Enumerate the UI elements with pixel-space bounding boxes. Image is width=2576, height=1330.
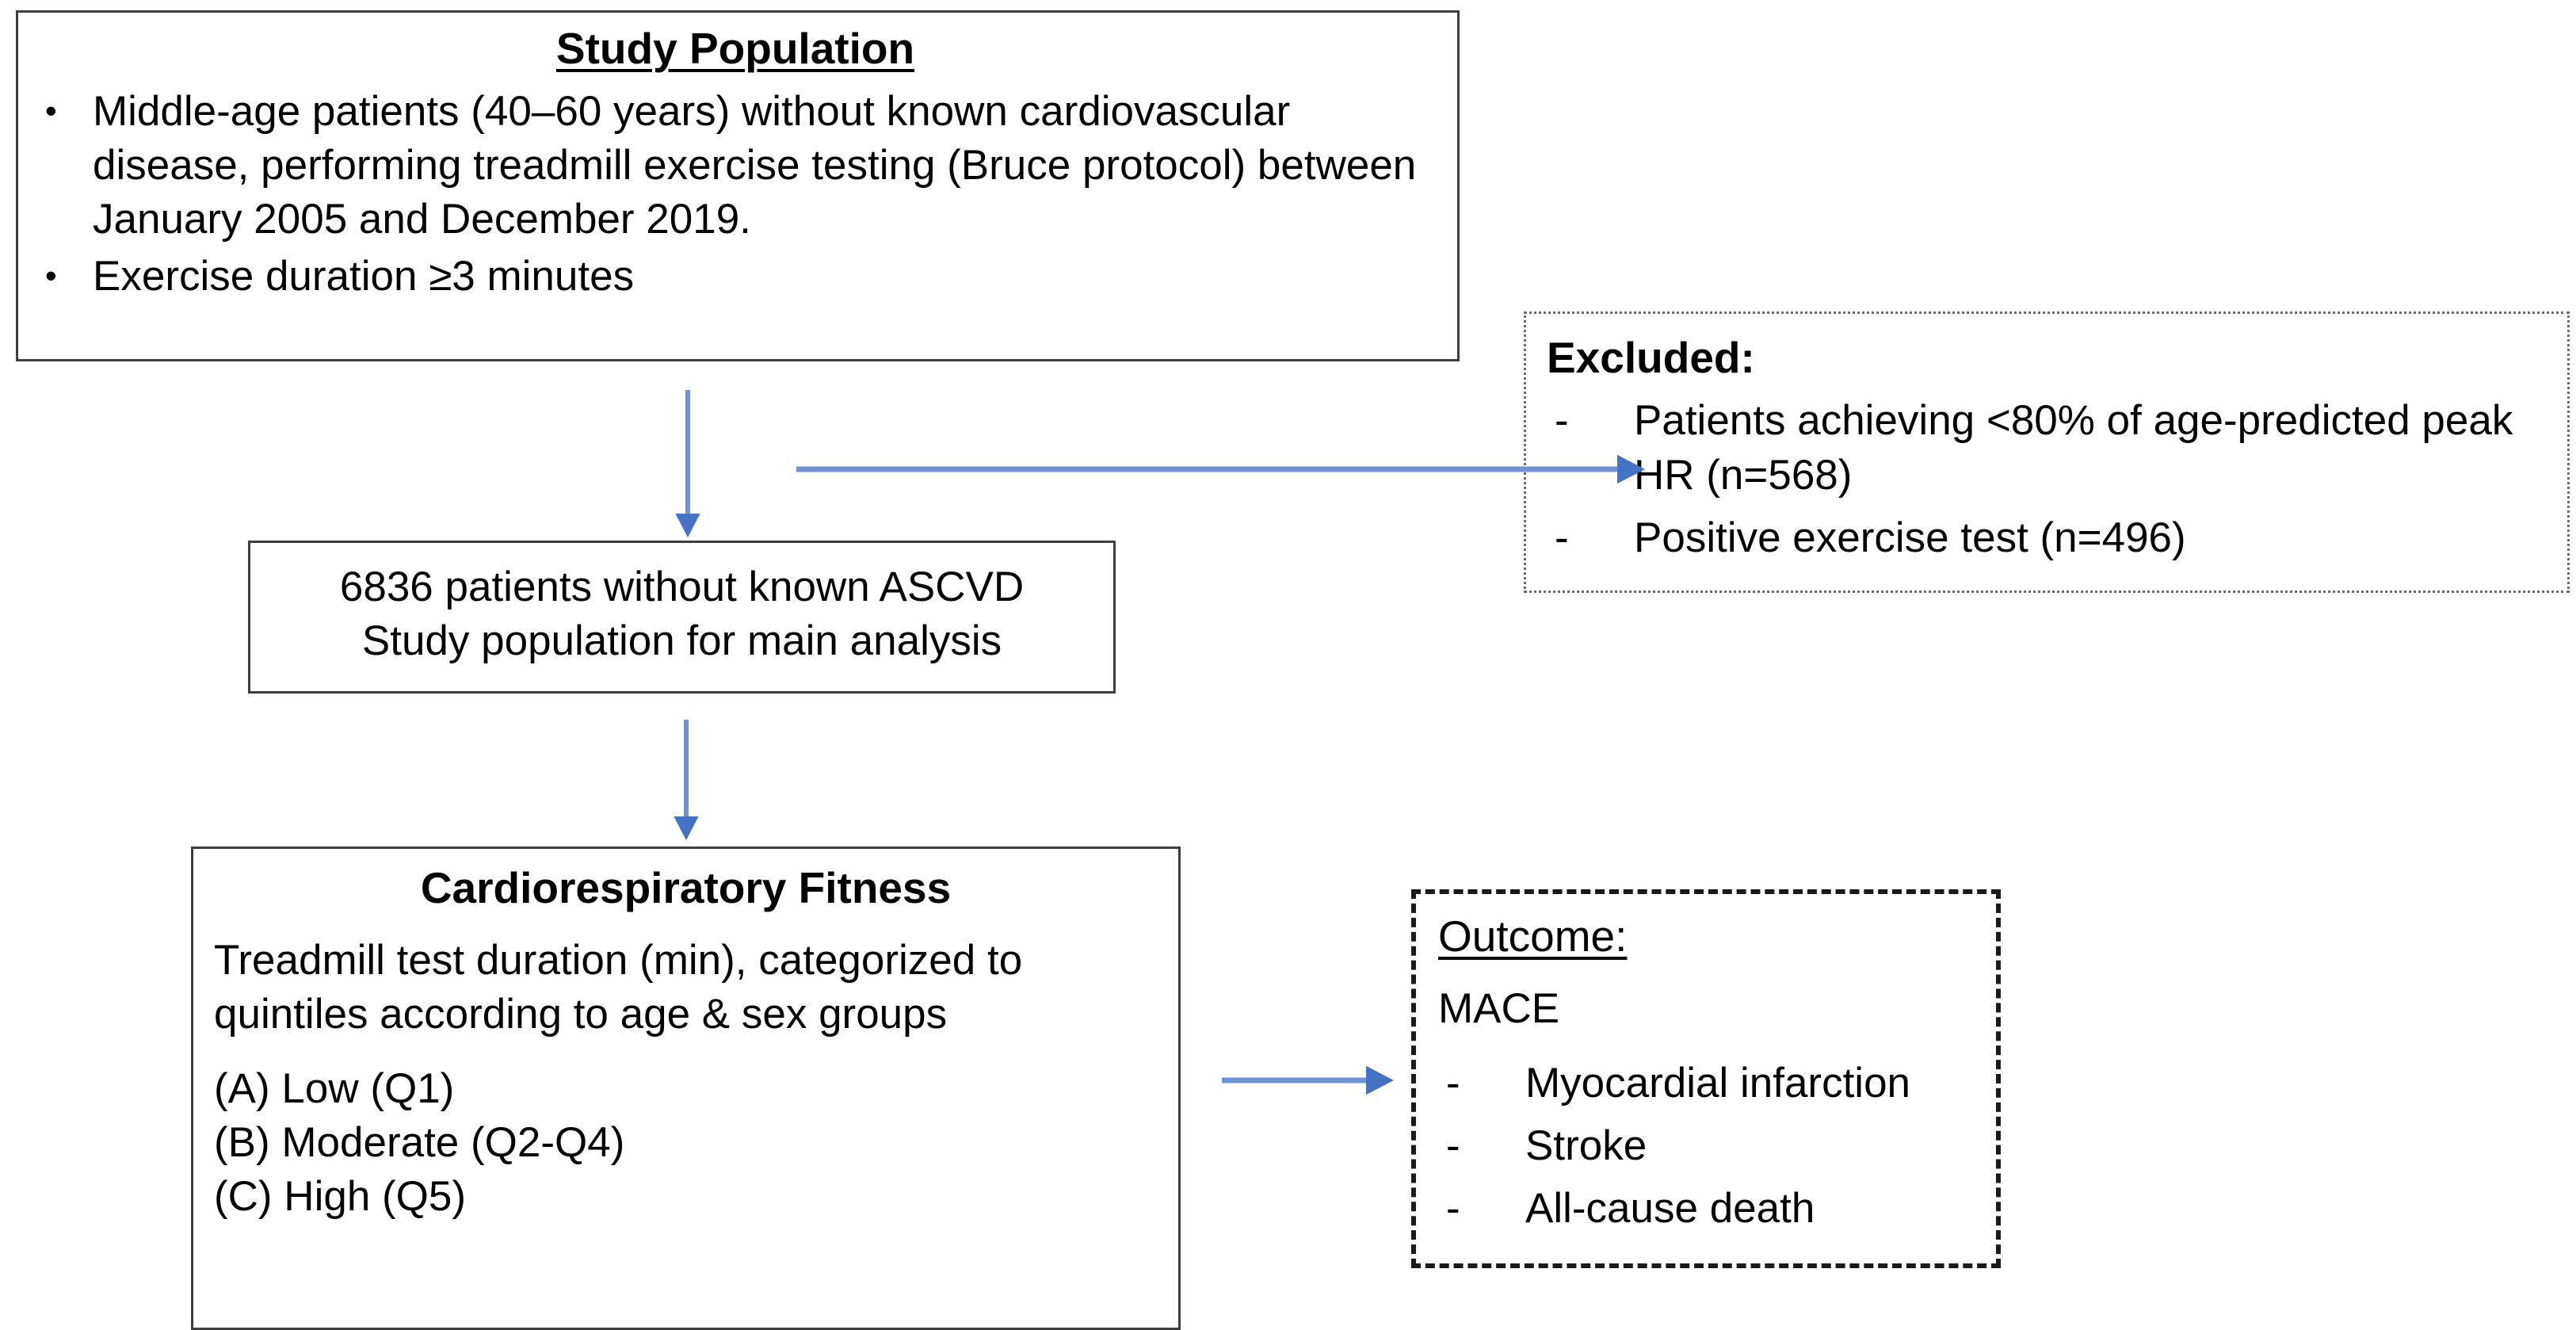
list-item: - Myocardial infarction xyxy=(1438,1057,1982,1111)
outcome-box: Outcome: MACE - Myocardial infarction - … xyxy=(1411,889,2001,1268)
list-item-label: Stroke xyxy=(1525,1122,1647,1169)
study-population-title: Study Population xyxy=(555,24,915,73)
list-item: • Exercise duration ≥3 minutes xyxy=(31,250,1440,304)
outcome-subtitle: MACE xyxy=(1438,985,1560,1033)
list-item: - Positive exercise test (n=496) xyxy=(1547,511,2550,566)
list-item-label: Exercise duration ≥3 minutes xyxy=(93,252,635,300)
fitness-category-moderate: (B) Moderate (Q2-Q4) xyxy=(214,1118,625,1166)
study-population-box: Study Population • Middle-age patients (… xyxy=(16,10,1460,361)
list-item: • Middle-age patients (40–60 years) with… xyxy=(31,85,1440,246)
dash-icon: - xyxy=(1446,1184,1460,1232)
list-item: - Patients achieving <80% of age-predict… xyxy=(1547,394,2550,503)
fitness-description: Treadmill test duration (min), categoriz… xyxy=(214,937,1023,1038)
dash-icon: - xyxy=(1555,397,1569,445)
ascvd-count-line: 6836 patients without known ASCVD xyxy=(339,564,1025,610)
excluded-list: - Patients achieving <80% of age-predict… xyxy=(1547,394,2550,566)
fitness-category-high: (C) High (Q5) xyxy=(214,1172,467,1220)
list-item-label: Positive exercise test (n=496) xyxy=(1634,514,2186,562)
fitness-category-low: (A) Low (Q1) xyxy=(214,1064,455,1112)
ascvd-population-box: 6836 patients without known ASCVD Study … xyxy=(248,541,1116,694)
fitness-title: Cardiorespiratory Fitness xyxy=(420,863,952,912)
ascvd-analysis-line: Study population for main analysis xyxy=(361,617,1002,664)
dash-icon: - xyxy=(1555,514,1569,562)
list-item-label: All-cause death xyxy=(1525,1184,1815,1232)
study-population-bullet-list: • Middle-age patients (40–60 years) with… xyxy=(31,85,1440,303)
dash-icon: - xyxy=(1446,1060,1460,1107)
list-item: - All-cause death xyxy=(1438,1182,1982,1236)
cardiorespiratory-fitness-box: Cardiorespiratory Fitness Treadmill test… xyxy=(191,847,1181,1330)
outcome-list: - Myocardial infarction - Stroke - All-c… xyxy=(1438,1057,1982,1236)
list-item-label: Patients achieving <80% of age-predicted… xyxy=(1634,397,2513,499)
excluded-box: Excluded: - Patients achieving <80% of a… xyxy=(1524,311,2570,593)
bullet-icon: • xyxy=(45,92,57,130)
dash-icon: - xyxy=(1446,1122,1460,1169)
list-item: - Stroke xyxy=(1438,1119,1982,1174)
list-item-label: Middle-age patients (40–60 years) withou… xyxy=(93,88,1417,243)
list-item-label: Myocardial infarction xyxy=(1525,1060,1911,1107)
bullet-icon: • xyxy=(45,256,57,294)
outcome-title: Outcome: xyxy=(1438,912,1628,961)
excluded-title: Excluded: xyxy=(1547,333,1755,382)
